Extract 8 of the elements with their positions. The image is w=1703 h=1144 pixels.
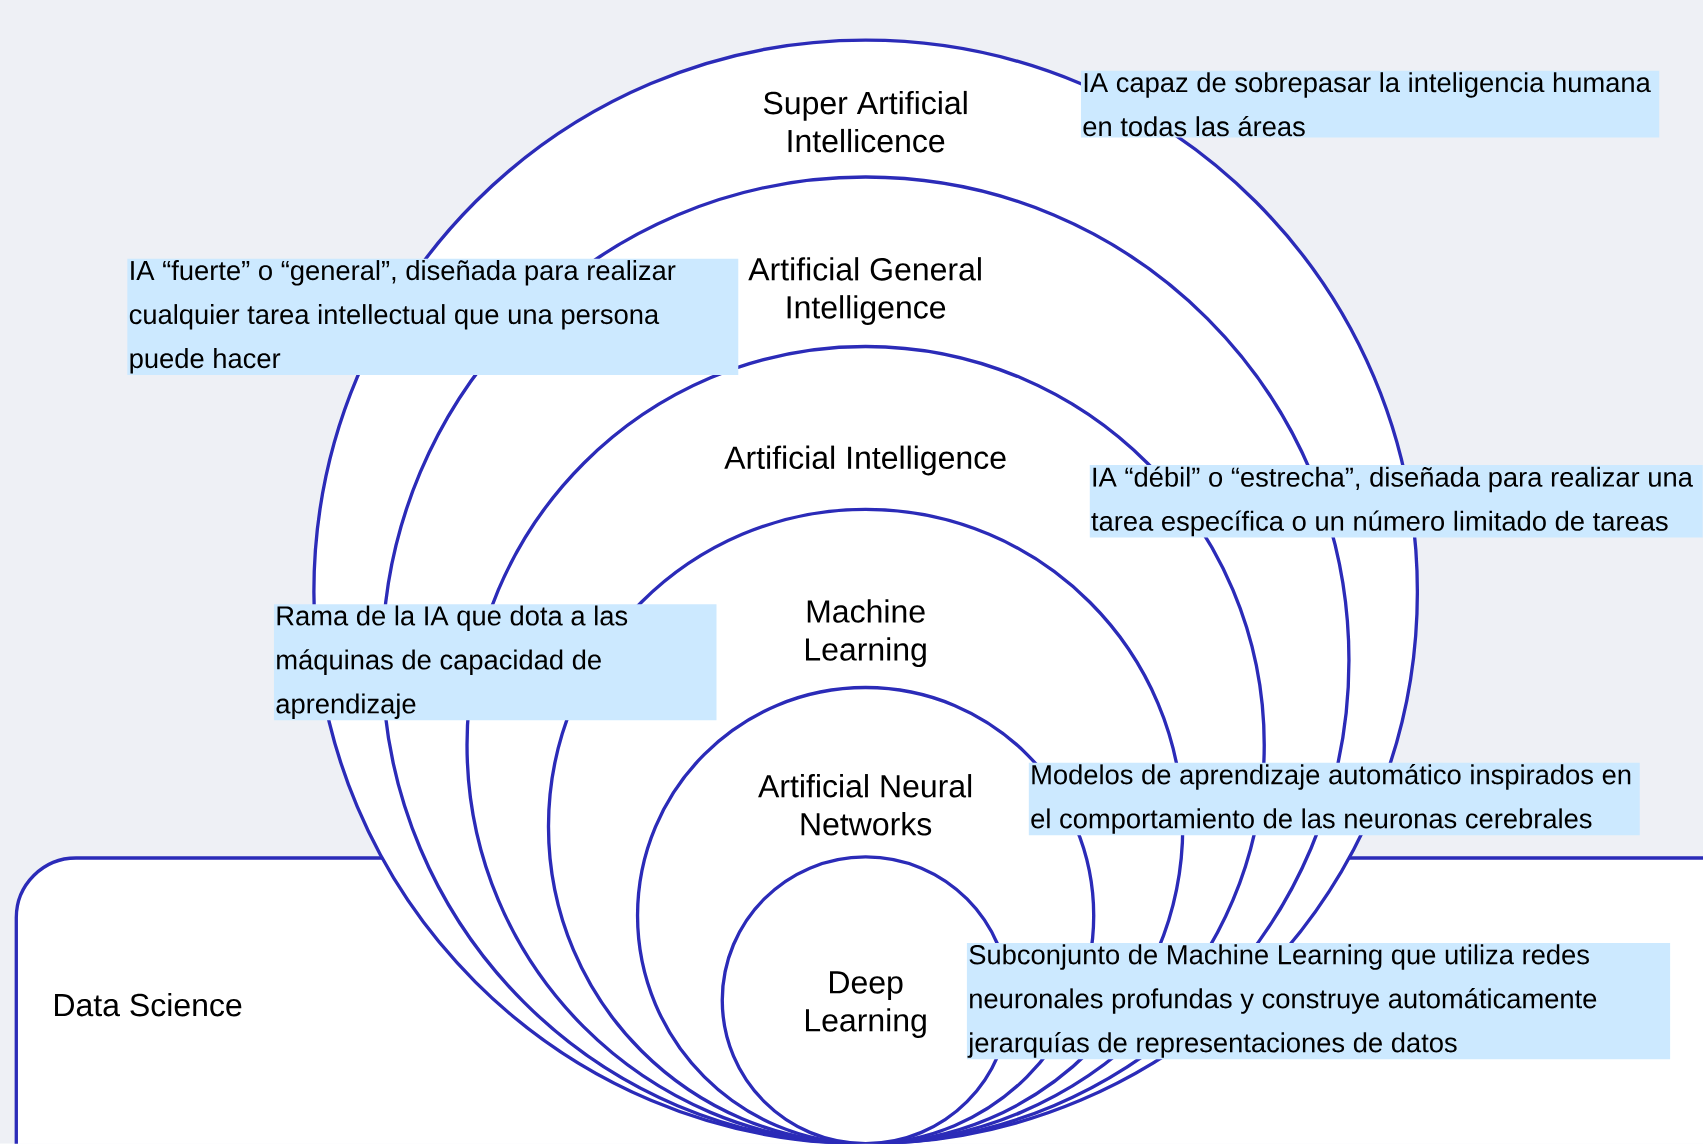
- node-label: Data Science: [55, 993, 242, 1017]
- description-box: Rama de la IA que dota a las máquinas de capacidad de aprendizaje: [273, 604, 717, 721]
- description-box: Modelos de aprendizaje automático inspirados en el comportamiento de las neuronas cerebrales: [1028, 762, 1640, 836]
- description-box: IA “débil” o “estrecha”, diseñada para realizar una tarea específica o un número limitado de tareas: [1089, 465, 1703, 538]
- description-box: Subconjunto de Machine Learning que utiliza redes neuronales profundas y construye automáticamente jerarquías de representaciones de datos: [966, 943, 1671, 1060]
- description-box: IA capaz de sobrepasar la inteligencia humana en todas las áreas: [1080, 71, 1660, 138]
- description-box: IA “fuerte” o “general”, diseñada para realizar cualquier tarea intellectual que una persona puede hacer: [127, 258, 739, 376]
- node-label: Deep Learning: [805, 971, 926, 1039]
